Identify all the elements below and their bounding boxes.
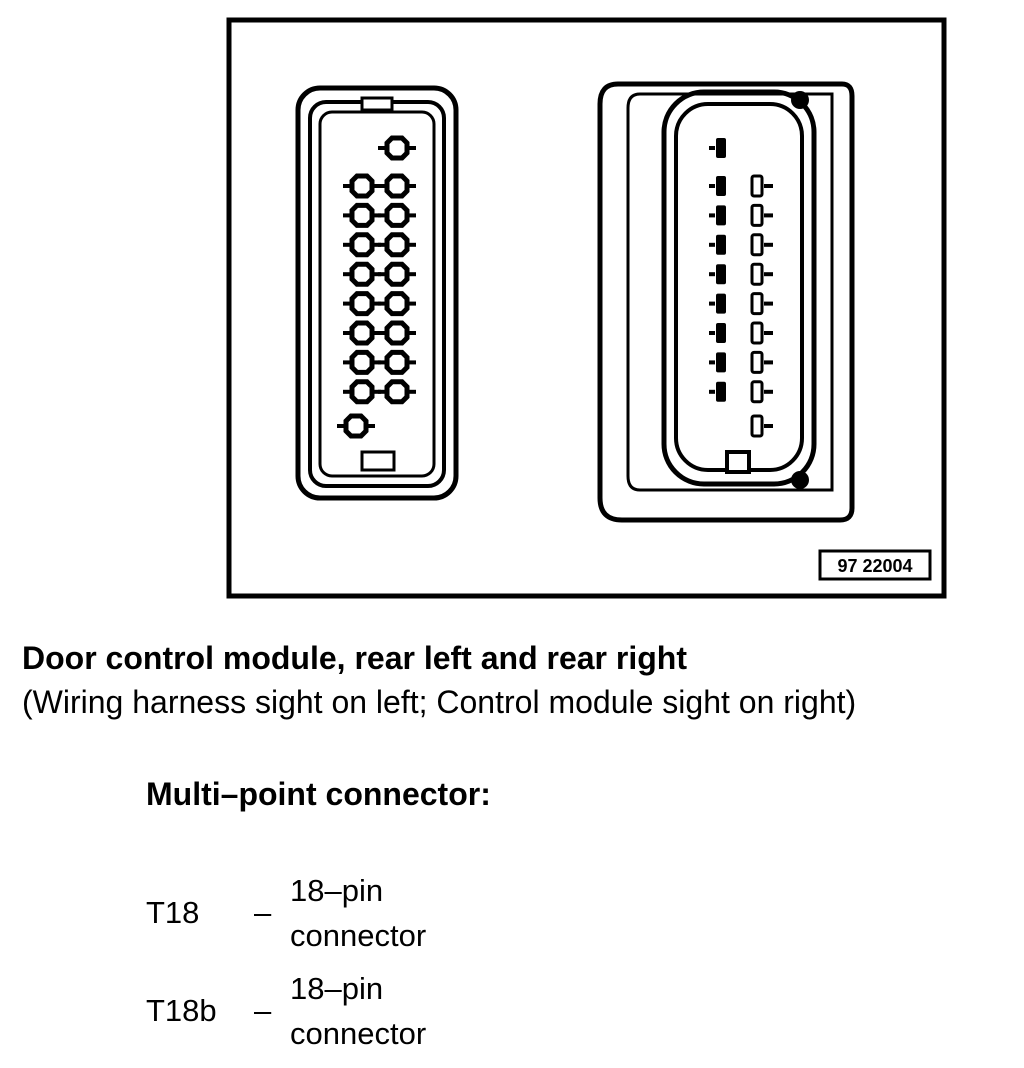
module-pin bbox=[709, 234, 726, 255]
module-pin bbox=[750, 203, 773, 227]
harness-socket bbox=[378, 202, 416, 228]
harness-socket bbox=[343, 379, 381, 405]
module-pin bbox=[750, 414, 773, 438]
connector-dash: – bbox=[254, 993, 272, 1028]
module-pin bbox=[709, 293, 726, 314]
module-pin bbox=[709, 138, 726, 158]
connector-desc-line2: connector bbox=[290, 918, 427, 953]
harness-socket-array bbox=[337, 135, 416, 439]
harness-socket bbox=[378, 379, 416, 405]
module-pin bbox=[750, 380, 773, 404]
ref-label: 97 22004 bbox=[837, 556, 912, 576]
connector-description: 18–pin connector bbox=[290, 868, 510, 958]
caption-subtitle: (Wiring harness sight on left; Control m… bbox=[22, 684, 857, 720]
module-pin bbox=[750, 262, 773, 286]
connector-desc-line1: 18–pin bbox=[290, 971, 384, 1006]
module-pin bbox=[750, 350, 773, 374]
harness-connector bbox=[295, 85, 459, 501]
harness-socket bbox=[378, 135, 416, 161]
connector-desc-line1: 18–pin bbox=[290, 873, 384, 908]
figure-frame bbox=[226, 17, 947, 599]
harness-socket bbox=[378, 291, 416, 317]
harness-socket bbox=[343, 261, 381, 287]
connector-desc-line2: connector bbox=[290, 1016, 427, 1051]
connector-code: T18b bbox=[146, 993, 217, 1028]
connector-figure: 97 22004 bbox=[226, 17, 947, 599]
module-pin bbox=[709, 323, 726, 343]
module-pin bbox=[709, 264, 726, 285]
module-pin bbox=[750, 174, 773, 198]
harness-socket bbox=[343, 173, 381, 199]
connector-description: 18–pin connector bbox=[290, 966, 510, 1056]
harness-socket bbox=[378, 173, 416, 199]
harness-socket bbox=[343, 349, 381, 375]
harness-socket bbox=[343, 232, 381, 258]
module-pin bbox=[709, 352, 726, 373]
ref-label-box bbox=[818, 549, 932, 581]
module-pin bbox=[750, 292, 773, 316]
connector-heading: Multi–point connector: bbox=[146, 776, 491, 812]
module-pin bbox=[750, 321, 773, 345]
harness-socket bbox=[343, 202, 381, 228]
module-pin bbox=[709, 381, 726, 402]
caption-title: Door control module, rear left and rear … bbox=[22, 640, 687, 676]
harness-socket bbox=[378, 349, 416, 375]
module-pin bbox=[750, 233, 773, 257]
harness-socket bbox=[343, 291, 381, 317]
harness-socket bbox=[378, 232, 416, 258]
harness-socket bbox=[343, 320, 381, 346]
harness-socket bbox=[337, 413, 375, 439]
module-connector bbox=[597, 81, 855, 523]
module-pin bbox=[709, 205, 726, 226]
harness-socket bbox=[378, 261, 416, 287]
connector-code: T18 bbox=[146, 895, 200, 930]
harness-socket bbox=[378, 320, 416, 346]
module-pin bbox=[709, 176, 726, 196]
connector-dash: – bbox=[254, 895, 272, 930]
module-pin-array bbox=[709, 138, 773, 438]
